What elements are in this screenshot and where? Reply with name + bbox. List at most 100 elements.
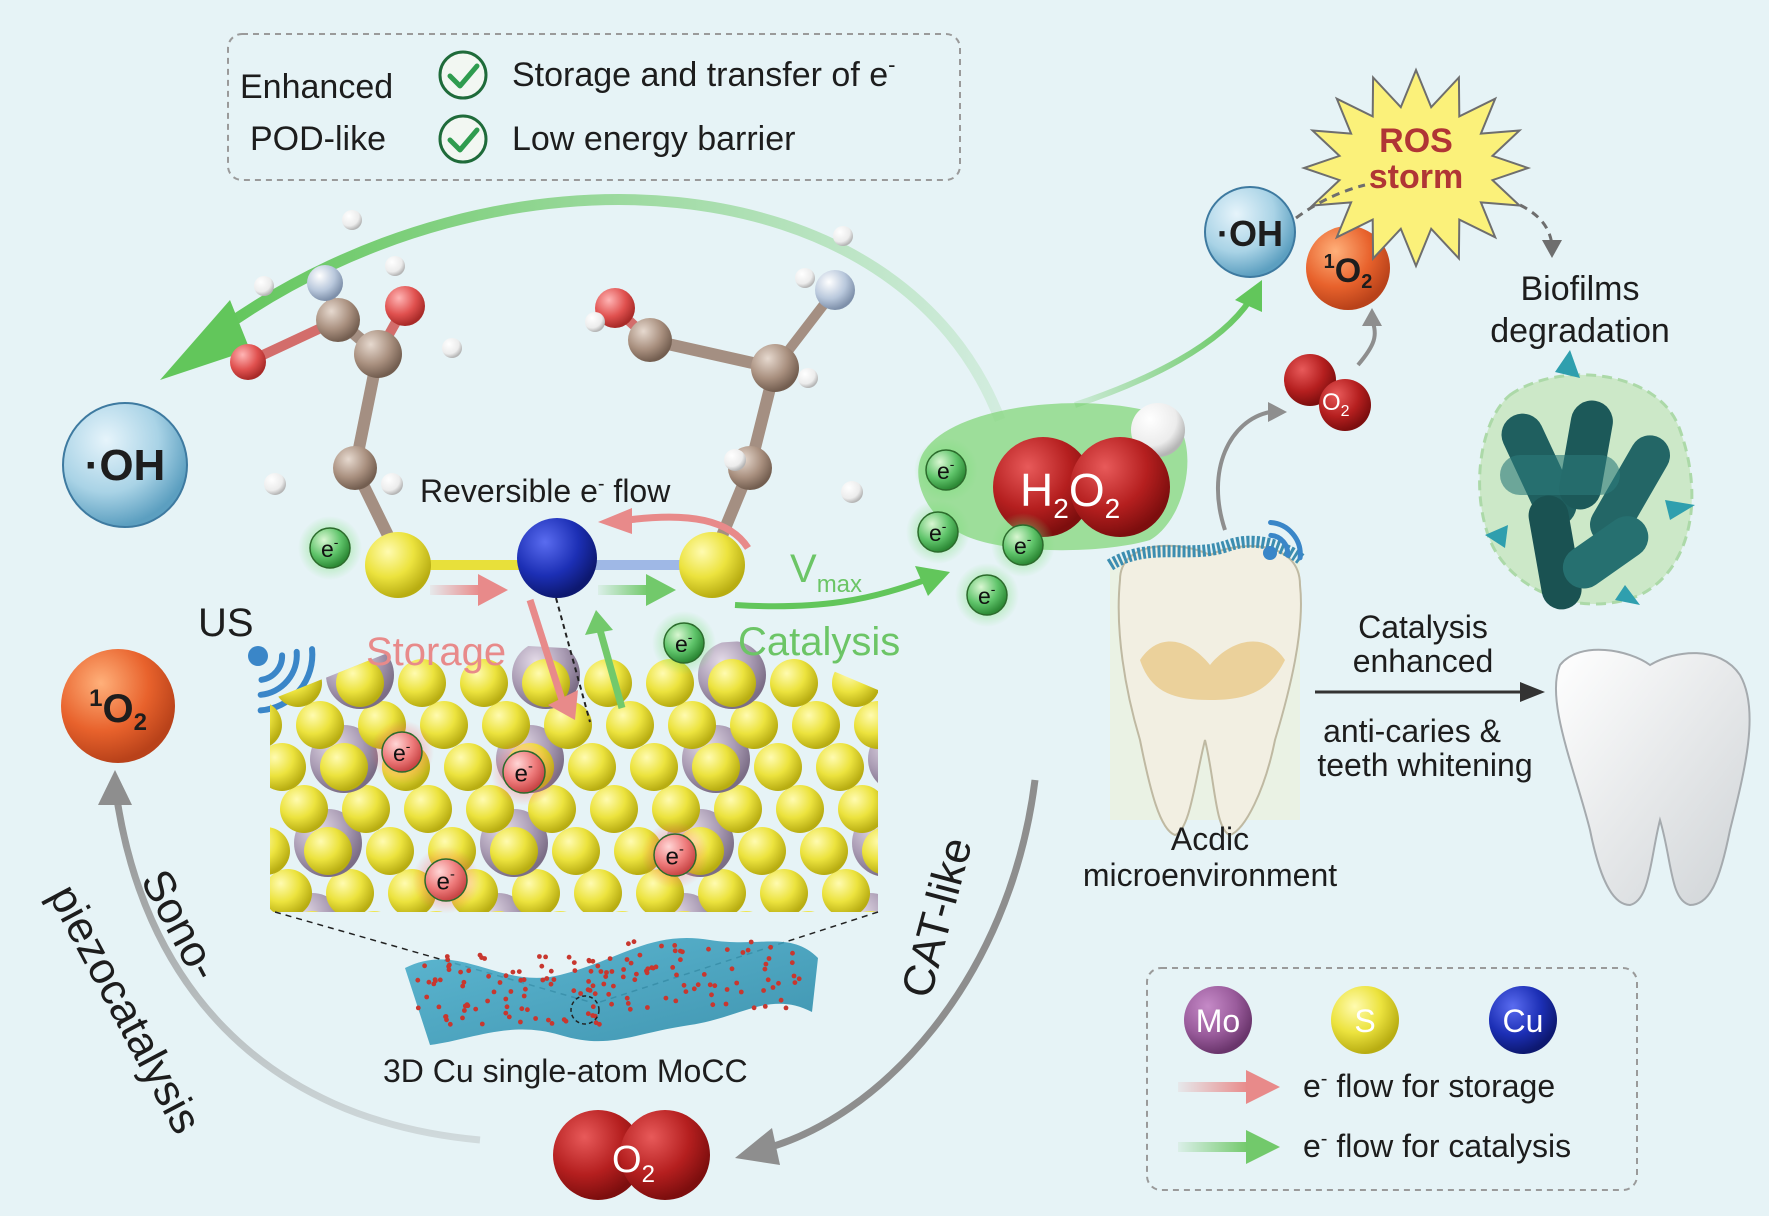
s-atom [212,659,260,707]
arrow-o2-to-singlet-head [1362,308,1382,326]
acidic-label-line1: Acdic [1171,821,1249,857]
anticaries-line2: teeth whitening [1317,747,1532,783]
s-atom [692,743,740,791]
s-atom [280,785,328,833]
s-atom [544,701,592,749]
svg-text:e-: e- [978,581,996,609]
s-atom [708,659,756,707]
green-arc-arrowhead [160,300,250,380]
s-atom [862,827,878,875]
s-atom [490,827,538,875]
s-atom [590,785,638,833]
tooth-caries-icon [1106,520,1306,837]
s-atom [754,743,802,791]
s-atom [568,743,616,791]
dashed-link-ros-biofilm [1519,203,1554,246]
reversible-flow-label: Reversible e- flow [420,473,671,509]
s-atom [420,701,468,749]
electron-icon: e- [906,500,970,564]
s-atom [288,911,336,912]
mocc-label: 3D Cu single-atom MoCC [383,1053,748,1089]
svg-text:e-: e- [929,518,947,546]
acidic-label-line2: microenvironment [1083,857,1337,893]
svg-text:storm: storm [1369,158,1463,196]
gray-arc-cat-arrowhead [735,1128,780,1165]
reverse-flow-arrow [598,508,751,551]
s-atom [838,785,878,833]
check-icon [438,114,488,164]
catalysis-arrow [598,574,676,606]
s-atom [760,869,808,912]
svg-text:e-: e- [937,456,955,484]
s-atom [832,659,878,707]
svg-text:ROS: ROS [1379,122,1453,160]
s-atom [668,701,716,749]
s-atom [304,827,352,875]
s-atom [270,911,274,912]
legend-catalysis-arrow [1178,1130,1280,1164]
s-atom [180,827,228,875]
s-atom [792,701,840,749]
s-atom [776,785,824,833]
normal-dashed-line [555,597,591,723]
svg-text:Mo: Mo [1196,1003,1240,1039]
s-atom [816,743,864,791]
s-atom [714,785,762,833]
svg-text:e-: e- [666,842,684,871]
biofilm-bacteria-icon [1478,350,1695,610]
catalysis-up-arrow [585,610,626,709]
svg-text:e-: e- [675,629,693,657]
feature-low-barrier: Low energy barrier [512,120,795,158]
s-atom [270,869,312,912]
electron-icon: e- [652,611,716,675]
legend-storage-arrow [1178,1070,1280,1104]
s-atom [366,827,414,875]
ligand-molecule-right [585,226,863,563]
feature-storage-transfer: Storage and transfer of e- [512,52,895,94]
s-atom [846,911,878,912]
s-atom [202,869,250,917]
biofilm-label-line1: Biofilms [1520,270,1639,308]
electron-icon: e- [641,821,709,889]
s-atom [574,869,622,912]
arrow-to-oh-right-head [1235,280,1262,312]
ligand-molecule-left [230,210,462,563]
svg-text:1O2: 1O2 [1324,251,1373,293]
biofilm-label-line2: degradation [1490,312,1670,350]
ultrasound-label: US [198,601,254,645]
hydroxyl-radical-left: ·OH [62,402,188,528]
s-atom [320,743,368,791]
s-atom [630,743,678,791]
singlet-oxygen-left: 1O2 [61,649,175,763]
electron-icon: e- [298,516,362,580]
ros-storm-burst: ROS storm [1300,67,1532,269]
svg-text:1O2: 1O2 [89,685,147,736]
electron-icon: e- [490,738,558,806]
mo-atom [868,725,878,793]
s-atom [800,827,848,875]
s-cu-s-bond [365,518,745,598]
electron-icon: e- [412,846,480,914]
arrow-tooth-to-o2 [1215,410,1271,531]
s-atom [878,743,926,791]
s-atom [822,869,870,912]
svg-text:·OH: ·OH [85,441,166,490]
s-atom [916,701,964,749]
s-atom [326,869,374,912]
s-atom [270,743,306,791]
legend-cu: Cu [1489,986,1557,1054]
legend-mo: Mo [1184,986,1252,1054]
svg-text:·OH: ·OH [1217,213,1283,254]
anticaries-line1: anti-caries & [1323,713,1501,749]
svg-text:e-: e- [321,534,339,562]
s-atom [336,659,384,707]
s-atom [606,701,654,749]
storage-arrow [430,574,508,606]
legend-catalysis-text: e- flow for catalysis [1303,1128,1571,1164]
s-atom [770,659,818,707]
gray-arc-sono [111,784,481,1144]
hydroxyl-radical-right: ·OH [1204,186,1296,278]
electron-icon: e- [370,720,434,784]
svg-text:O2: O2 [1322,389,1350,420]
check-icon [438,50,488,100]
